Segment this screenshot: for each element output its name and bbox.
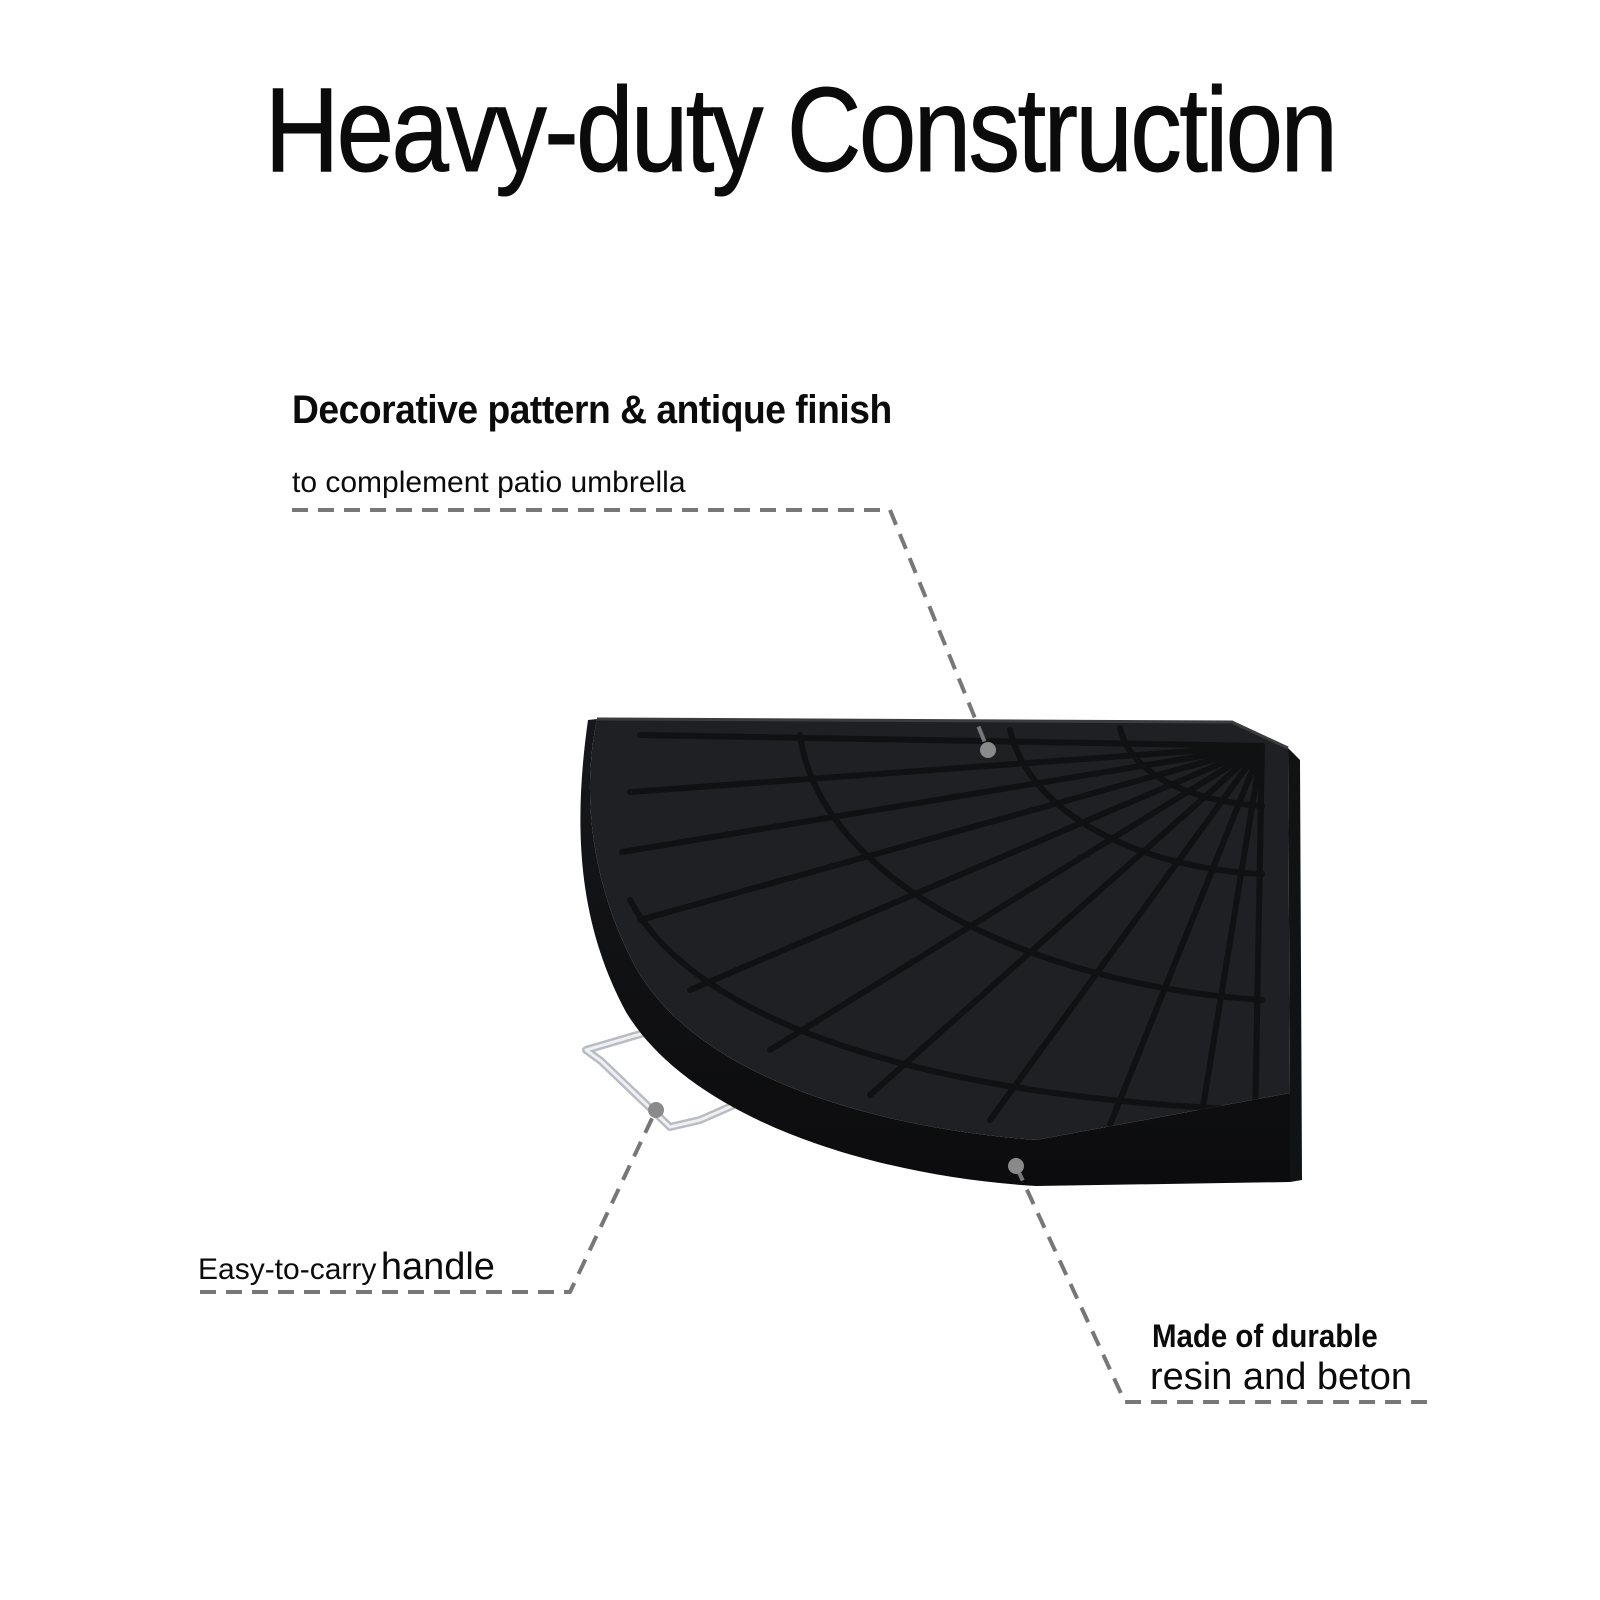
pattern-leader bbox=[292, 508, 990, 751]
handle-callout: Easy-to-carry handle bbox=[198, 1246, 495, 1289]
decorative-pattern bbox=[619, 725, 1265, 1128]
umbrella-base bbox=[580, 717, 1302, 1186]
handle-marker bbox=[648, 1102, 664, 1118]
pattern-callout-subtext: to complement patio umbrella bbox=[292, 466, 686, 499]
page-title: Heavy-duty Construction bbox=[264, 63, 1338, 197]
pattern-marker bbox=[980, 742, 996, 758]
pattern-callout-heading: Decorative pattern & antique finish bbox=[292, 388, 892, 432]
material-callout-line2: resin and beton bbox=[1150, 1356, 1412, 1398]
leader-lines bbox=[200, 508, 1432, 1404]
material-marker bbox=[1008, 1158, 1024, 1174]
handle-leader bbox=[200, 1109, 658, 1294]
material-callout-line1: Made of durable bbox=[1152, 1318, 1378, 1354]
material-leader bbox=[1014, 1165, 1432, 1404]
handle-callout-small: Easy-to-carry bbox=[198, 1253, 377, 1286]
carry-handle bbox=[582, 1029, 761, 1131]
handle-callout-large: handle bbox=[380, 1246, 495, 1288]
